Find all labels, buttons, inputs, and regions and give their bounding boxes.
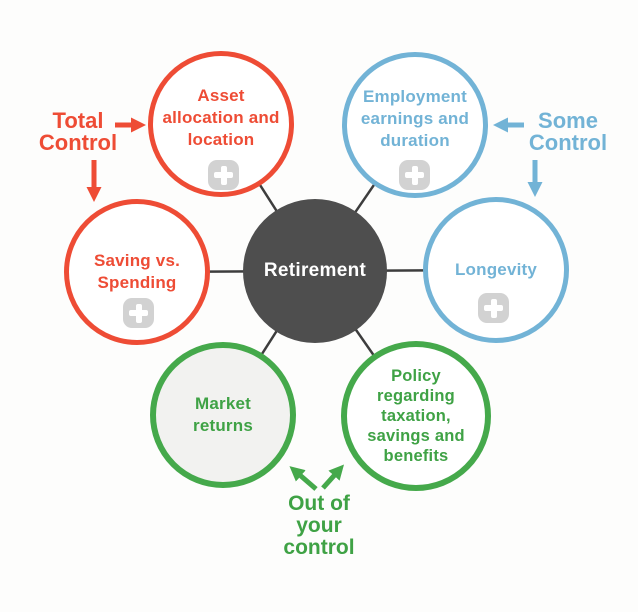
plus-icon-bar [490,298,497,318]
plus-icon[interactable] [123,298,154,328]
plus-icon-bar [220,165,227,185]
node-label: Saving vs. Spending [93,250,181,292]
node-label: Market returns [193,393,253,435]
node-label: Asset allocation and location [162,85,280,150]
arrow-out-to-market [289,466,318,491]
node-label: Policy regarding taxation, savings and b… [367,366,465,466]
arrow-out-to-policy [321,464,345,490]
plus-icon[interactable] [399,160,430,190]
center-node-label: Retirement [263,260,367,281]
plus-icon-bar [135,303,142,323]
center-node-retirement: Retirement [243,199,387,343]
node-policy: Policy regarding taxation, savings and b… [341,341,491,491]
annotation-out-of-your-control: Out of your control [283,492,355,559]
annotation-total-control: Total Control [38,108,118,155]
plus-icon-bar [411,165,418,185]
node-label: Employment earnings and duration [360,86,470,151]
node-market-returns: Market returns [150,342,296,488]
plus-icon[interactable] [208,160,239,190]
plus-icon[interactable] [478,293,509,323]
annotation-some-control: Some Control [528,108,608,155]
node-label: Longevity [454,259,538,279]
